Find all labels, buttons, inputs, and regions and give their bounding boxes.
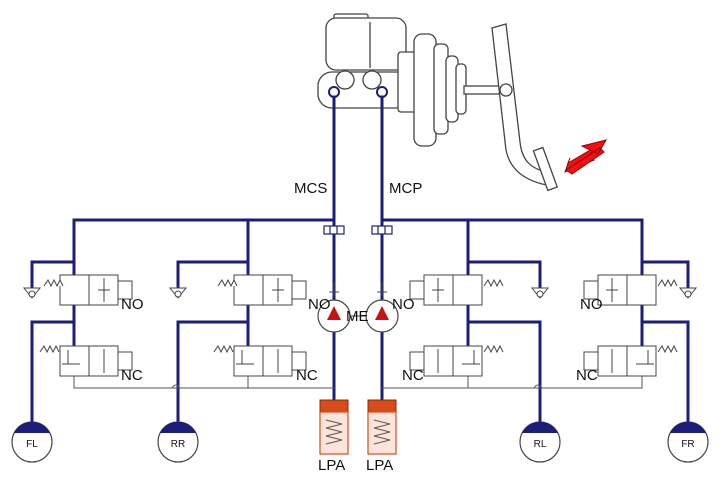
brake-lines: [30, 95, 690, 422]
label-no-rl: NO: [392, 296, 415, 313]
pump-arrow-icon: [327, 306, 341, 320]
label-wheel-rr: RR: [171, 439, 185, 450]
inlet-valves: [43, 274, 678, 306]
return-lines: [73, 376, 643, 389]
label-wheel-rl: RL: [534, 439, 547, 450]
damper-secondary: [323, 225, 345, 235]
label-nc-rr: NC: [296, 367, 318, 384]
lpa-primary: [367, 399, 397, 455]
label-no-fl: NO: [121, 296, 144, 313]
wheel-fl: [11, 421, 53, 463]
pump-secondary: [317, 282, 351, 333]
spring-icon: [325, 419, 343, 445]
label-lpa-1: LPA: [318, 457, 345, 474]
spring-icon: [43, 278, 64, 288]
spring-icon: [373, 419, 391, 445]
label-lpa-2: LPA: [366, 457, 393, 474]
wheel-rr: [157, 421, 199, 463]
check-valve-icon: [22, 287, 698, 299]
pedal-force-arrow: [565, 139, 608, 175]
label-mcs: MCS: [294, 180, 327, 197]
label-no-rr: NO: [308, 296, 331, 313]
wheel-fr: [667, 421, 709, 463]
solenoid-icon: [117, 280, 133, 300]
outlet-valves: [39, 344, 678, 377]
lpa-secondary: [319, 399, 349, 455]
pump-arrow-icon: [375, 306, 389, 320]
label-wheel-fl: FL: [26, 439, 38, 450]
label-nc-fr: NC: [576, 367, 598, 384]
label-nc-fl: NC: [121, 367, 143, 384]
wheel-rl: [519, 421, 561, 463]
label-nc-rl: NC: [402, 367, 424, 384]
damper-primary: [371, 225, 393, 235]
label-no-fr: NO: [580, 296, 603, 313]
label-motor: ME: [346, 308, 369, 325]
label-mcp: MCP: [389, 180, 422, 197]
pump-primary: [365, 282, 399, 333]
master-cylinder-assembly: [317, 13, 559, 192]
label-wheel-fr: FR: [681, 439, 694, 450]
